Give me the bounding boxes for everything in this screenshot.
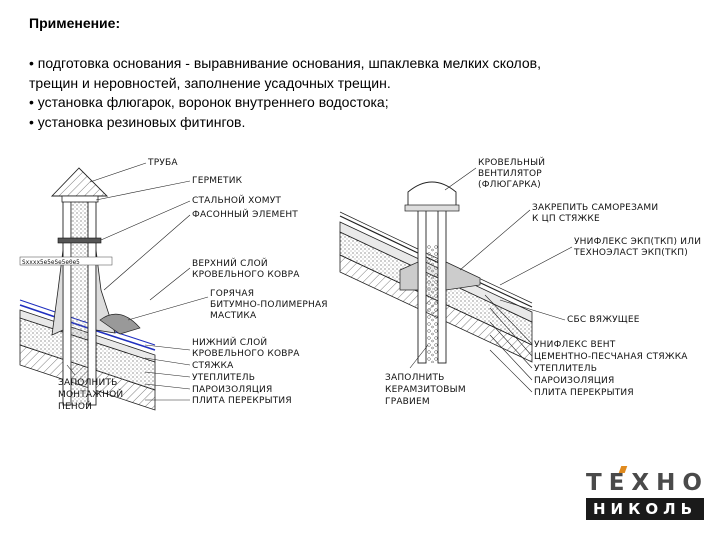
usage-list: • подготовка основания - выравнивание ос… [29, 54, 679, 132]
label-screed: СТЯЖКА [192, 361, 234, 371]
usage-line: • подготовка основания - выравнивание ос… [29, 55, 541, 71]
mastic [99, 313, 141, 335]
label-insulation: УТЕПЛИТЕЛЬ [534, 364, 597, 374]
label-foam: ПЕНОЙ [58, 400, 92, 412]
label-fan: КРОВЕЛЬНЫЙ [478, 156, 545, 168]
expanded-clay-fill [426, 245, 438, 363]
page-title: Применение: [29, 15, 121, 31]
label-foam: ЗАПОЛНИТЬ [58, 378, 118, 388]
label-slab: ПЛИТА ПЕРЕКРЫТИЯ [192, 396, 292, 406]
label-clay: ГРАВИЕМ [385, 397, 430, 407]
label-fan: ВЕНТИЛЯТОР [478, 169, 542, 179]
label-sbs-binder: СБС ВЯЖУЩЕЕ [567, 315, 640, 325]
label-vapor-barrier: ПАРОИЗОЛЯЦИЯ [534, 376, 614, 386]
logo-top-text: ТЕХНО [586, 470, 709, 496]
label-pipe: ТРУБА [147, 158, 178, 168]
label-mastic: ГОРЯЧАЯ [210, 289, 254, 299]
usage-line: • установка флюгарок, воронок внутреннег… [29, 94, 389, 110]
label-foam: МОНТАЖНОЙ [58, 388, 123, 400]
label-clamp: СТАЛЬНОЙ ХОМУТ [192, 194, 281, 206]
label-membrane: ТЕХНОЭЛАСТ ЭКП(ТКП) [573, 248, 688, 258]
fan-pipe [417, 207, 427, 364]
label-insulation: УТЕПЛИТЕЛЬ [192, 373, 255, 383]
label-upper-layer: КРОВЕЛЬНОГО КОВРА [192, 270, 300, 280]
label-mastic: МАСТИКА [210, 311, 257, 321]
label-screws: ЗАКРЕПИТЬ САМОРЕЗАМИ [532, 203, 658, 213]
label-shaped-element: ФАСОННЫЙ ЭЛЕМЕНТ [192, 208, 298, 220]
label-uniflex-vent: УНИФЛЕКС ВЕНТ [534, 340, 616, 350]
label-screws: К ЦП СТЯЖКЕ [532, 214, 600, 224]
label-fan: (ФЛЮГАРКА) [478, 180, 541, 190]
usage-line: трещин и неровностей, заполнение усадочн… [29, 74, 391, 91]
logo-bottom-text: НИКОЛЬ [586, 498, 704, 520]
label-clay: КЕРАМЗИТОВЫМ [385, 385, 466, 395]
usage-line: • установка резиновых фитингов. [29, 113, 246, 130]
label-clay: ЗАПОЛНИТЬ [385, 373, 445, 383]
side-label: Sxxxx5e5eSe5e0e5 [22, 259, 80, 266]
label-slab: ПЛИТА ПЕРЕКРЫТИЯ [534, 388, 634, 398]
label-cement-screed: ЦЕМЕНТНО-ПЕСЧАНАЯ СТЯЖКА [534, 352, 688, 362]
label-sealant: ГЕРМЕТИК [192, 176, 243, 186]
label-vapor-barrier: ПАРОИЗОЛЯЦИЯ [192, 385, 272, 395]
roof-fan-head [407, 181, 457, 209]
roof-fan-detail: КРОВЕЛЬНЫЙ ВЕНТИЛЯТОР (ФЛЮГАРКА) ЗАКРЕПИ… [339, 156, 701, 407]
technonicol-logo: ТЕХНО НИКОЛЬ [586, 466, 704, 524]
label-upper-layer: ВЕРХНИЙ СЛОЙ [192, 257, 268, 269]
pipe-cap [50, 167, 109, 197]
pipe-penetration-detail: Sxxxx5e5eSe5e0e5 ТРУБА ГЕРМЕТИК СТАЛЬНОЙ… [19, 158, 328, 412]
steel-clamp [57, 237, 102, 244]
label-lower-layer: КРОВЕЛЬНОГО КОВРА [192, 349, 300, 359]
label-mastic: БИТУМНО-ПОЛИМЕРНАЯ [210, 300, 328, 310]
pipe [62, 199, 72, 406]
label-membrane: УНИФЛЕКС ЭКП(ТКП) ИЛИ [574, 237, 701, 247]
label-lower-layer: НИЖНИЙ СЛОЙ [192, 336, 267, 348]
